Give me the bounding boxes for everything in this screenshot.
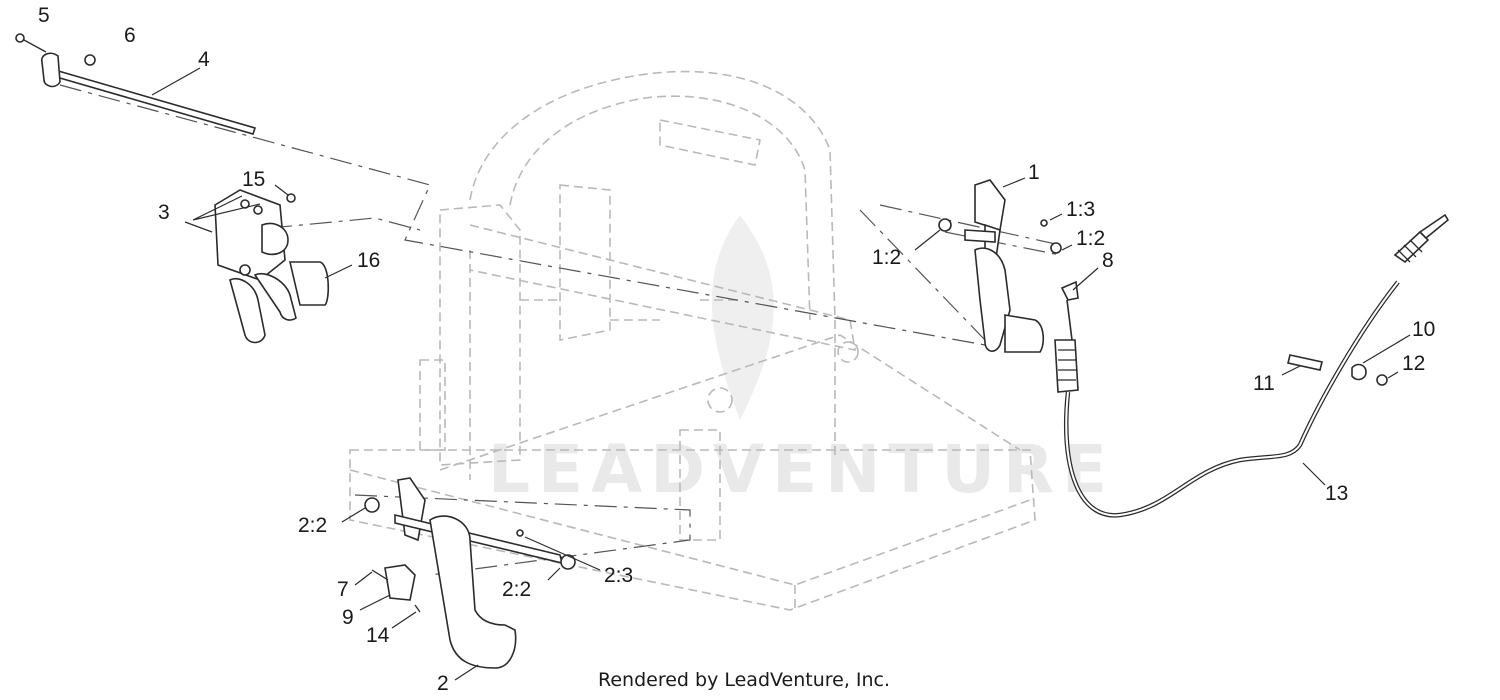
callout-6: 6: [124, 24, 136, 47]
callout-1-2-right: 1:2: [1076, 227, 1105, 250]
pedal-arm-right: [938, 179, 1079, 353]
rendered-by-caption: Rendered by LeadVenture, Inc.: [598, 669, 890, 691]
callout-2-2-bottom: 2:2: [502, 578, 531, 601]
callout-10: 10: [1412, 318, 1435, 341]
switch-bracket: [214, 189, 330, 344]
callout-1-2-left: 1:2: [872, 246, 901, 269]
callout-11: 11: [1253, 372, 1275, 395]
callout-8: 8: [1102, 249, 1114, 272]
callout-2-2-left: 2:2: [298, 514, 327, 537]
watermark: LEADVENTURE: [488, 215, 1115, 508]
callout-2: 2: [437, 672, 449, 695]
callout-2-3: 2:3: [604, 564, 633, 587]
callout-5: 5: [38, 4, 50, 27]
callout-14: 14: [366, 624, 390, 647]
callout-12: 12: [1402, 352, 1425, 375]
callout-9: 9: [342, 606, 354, 629]
callout-13: 13: [1325, 482, 1348, 505]
rod-assembly: [15, 33, 257, 135]
mower-frame: [349, 70, 1036, 611]
callout-4: 4: [198, 48, 210, 71]
watermark-flame-icon: [711, 215, 774, 420]
pedal-arm-left: [364, 477, 576, 669]
callout-3: 3: [158, 201, 170, 224]
leader-lines: [151, 67, 1411, 681]
callout-labels: 5 6 4 15 3 16 1 1:3 1:2 1:2 8 10 11 12 1…: [38, 4, 1435, 695]
throttle-cable: [1054, 213, 1450, 518]
callout-16: 16: [357, 249, 380, 272]
callout-7: 7: [337, 578, 349, 601]
callout-1: 1: [1028, 161, 1040, 184]
callout-15: 15: [242, 168, 265, 191]
callout-1-3: 1:3: [1066, 198, 1095, 221]
watermark-text: LEADVENTURE: [488, 431, 1115, 508]
